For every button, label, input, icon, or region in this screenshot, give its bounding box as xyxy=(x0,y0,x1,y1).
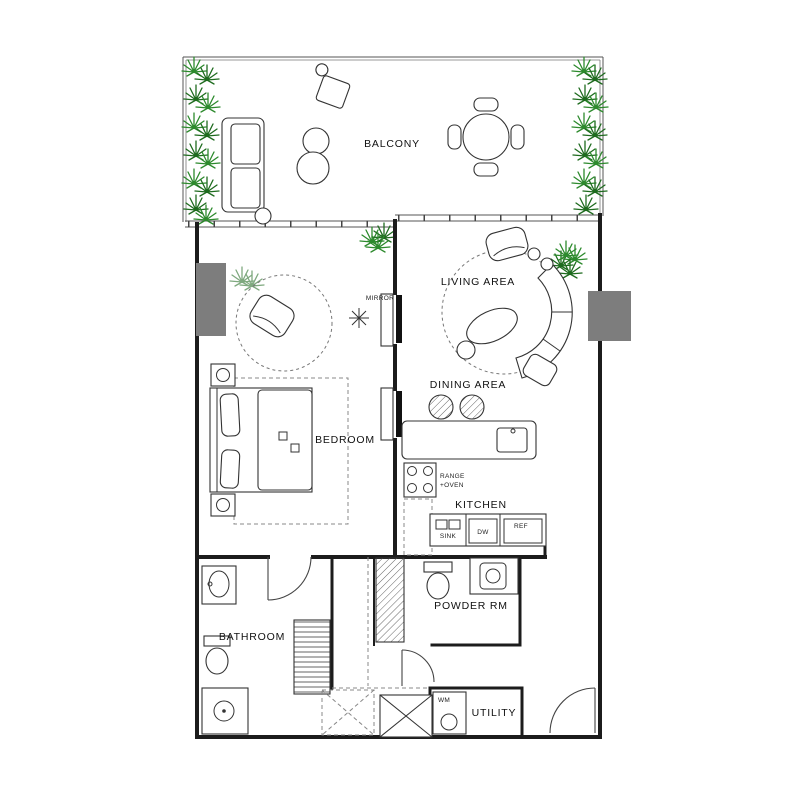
living-sofa xyxy=(515,263,573,387)
mirror-label: MIRROR xyxy=(366,295,394,302)
range-oven xyxy=(403,462,437,556)
dining-area-label: DINING AREA xyxy=(430,379,506,391)
dining-stools xyxy=(428,394,485,420)
kitchen-label: KITCHEN xyxy=(455,499,507,511)
bedroom-plant xyxy=(229,266,265,291)
window-wall xyxy=(185,214,601,228)
entry-door xyxy=(549,687,596,734)
refrigerator-label: REF xyxy=(514,523,528,530)
living-armchair xyxy=(485,226,529,262)
balcony-railing xyxy=(182,56,604,222)
balcony-chair xyxy=(315,63,351,109)
living-side-tables xyxy=(527,247,554,271)
oven-label: +OVEN xyxy=(440,482,464,489)
shaft-box xyxy=(379,694,433,738)
kitchen-counter xyxy=(429,513,547,547)
bedroom-rug xyxy=(235,274,333,372)
dishwasher-label: DW xyxy=(477,529,489,536)
bed xyxy=(209,363,313,517)
bathroom-cabinet xyxy=(293,619,331,695)
bathroom-door xyxy=(267,556,312,601)
coffee-table xyxy=(456,307,518,360)
kitchen-island xyxy=(401,420,537,460)
mirror-icon xyxy=(349,308,369,328)
construction-dashes xyxy=(332,557,430,689)
washing-machine-label: WM xyxy=(438,697,450,704)
powder-shelf xyxy=(375,557,405,643)
bedroom-label: BEDROOM xyxy=(315,434,375,446)
shower xyxy=(201,687,249,735)
powder-room-label: POWDER RM xyxy=(434,600,508,612)
sink-label: SINK xyxy=(440,533,457,540)
bathroom-label: BATHROOM xyxy=(219,631,285,643)
structural-columns xyxy=(196,263,631,341)
range-label: RANGE xyxy=(440,473,465,480)
bedroom-ceiling-outline xyxy=(233,377,349,525)
bathroom-vanity xyxy=(201,565,237,605)
powder-toilet xyxy=(423,561,453,600)
utility-label: UTILITY xyxy=(472,707,517,719)
left-plant-hedge xyxy=(181,56,221,225)
powder-basin xyxy=(469,557,519,595)
balcony-sofa xyxy=(221,117,265,213)
entry-floor-hatch xyxy=(321,689,375,736)
bedroom-armchair xyxy=(249,294,295,338)
interior-walls xyxy=(195,219,547,739)
powder-door xyxy=(401,649,435,686)
living-area-label: LIVING AREA xyxy=(441,276,515,288)
balcony-label: BALCONY xyxy=(364,138,420,150)
sliding-door-panels xyxy=(380,293,402,441)
balcony-dining-set xyxy=(447,97,525,177)
washing-machine xyxy=(432,691,467,735)
bathroom-toilet xyxy=(203,635,231,675)
balcony-side-tables xyxy=(254,127,330,225)
